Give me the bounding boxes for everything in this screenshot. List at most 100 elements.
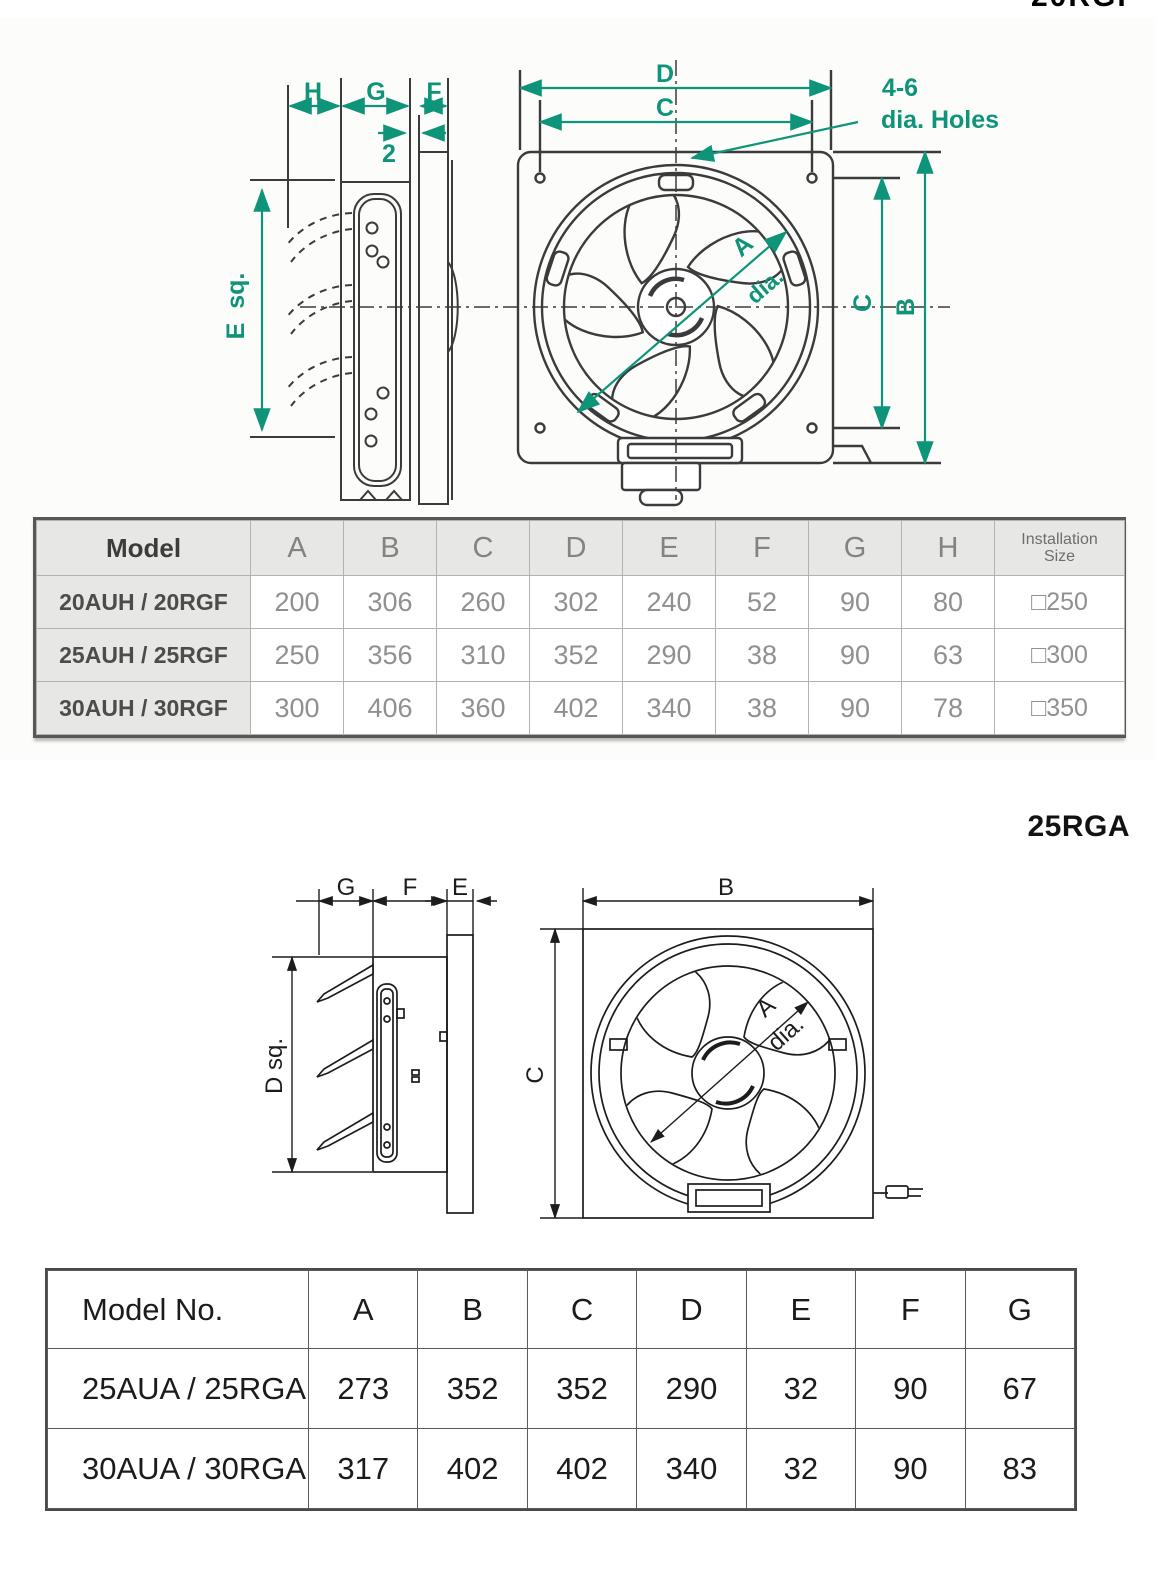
install-header-line2: Size bbox=[1043, 548, 1076, 565]
table-row: 20AUH / 20RGF 200 306 260 302 240 52 90 … bbox=[36, 575, 1125, 629]
value-cell: 302 bbox=[529, 575, 623, 629]
louver-airflow-dashes bbox=[285, 212, 353, 407]
top-technical-drawing: H G F 2 E sq. D C 4-6 dia. Holes C B A d… bbox=[222, 60, 999, 507]
value-cell: 356 bbox=[343, 628, 437, 682]
dim-label-b-right: B bbox=[892, 298, 920, 316]
col-header-c: C bbox=[526, 1270, 638, 1349]
value-cell: 290 bbox=[636, 1348, 747, 1429]
col-header-b: B bbox=[343, 520, 437, 576]
value-cell: 90 bbox=[808, 681, 902, 735]
value-cell: 352 bbox=[526, 1348, 638, 1429]
dimension-table-rgf: Model A B C D E F G H Installation Size … bbox=[33, 517, 1126, 738]
col-header-h: H bbox=[901, 520, 995, 576]
dim-label-f: F bbox=[426, 78, 441, 106]
fan-frame bbox=[582, 928, 874, 1219]
value-cell: 200 bbox=[250, 575, 344, 629]
install-size-cell: □250 bbox=[994, 575, 1125, 629]
value-cell: 340 bbox=[636, 1428, 747, 1509]
side-view-top bbox=[250, 78, 459, 505]
centerlines bbox=[300, 60, 950, 500]
table-row: 25AUA / 25RGA 273 352 352 290 32 90 67 bbox=[47, 1348, 1076, 1429]
table-header-row: Model No. A B C D E F G bbox=[47, 1270, 1076, 1349]
value-cell: 340 bbox=[622, 681, 716, 735]
model-cell: 25AUA / 25RGA bbox=[47, 1348, 309, 1429]
value-cell: 406 bbox=[343, 681, 437, 735]
col-header-e: E bbox=[622, 520, 716, 576]
pull-switch-housing bbox=[620, 461, 702, 492]
section-model-label: 25RGA bbox=[1027, 810, 1130, 843]
table-row: 30AUH / 30RGF 300 406 360 402 340 38 90 … bbox=[36, 681, 1125, 735]
value-cell: 90 bbox=[808, 628, 902, 682]
model-cell: 25AUH / 25RGF bbox=[36, 628, 251, 682]
model-cell: 30AUA / 30RGA bbox=[47, 1428, 309, 1509]
model-cell: 20AUH / 20RGF bbox=[36, 575, 251, 629]
value-cell: 240 bbox=[622, 575, 716, 629]
col-header-f: F bbox=[715, 520, 809, 576]
corner-cutoff-label: 20RGF bbox=[1031, 0, 1156, 13]
install-header-line1: Installation bbox=[1021, 530, 1098, 548]
dim-label-g: G bbox=[366, 78, 385, 106]
value-cell: 250 bbox=[250, 628, 344, 682]
value-cell: 300 bbox=[250, 681, 344, 735]
value-cell: 402 bbox=[417, 1428, 528, 1509]
dim-label-c-right: C bbox=[849, 294, 877, 312]
dim-label-e: E bbox=[452, 874, 468, 901]
col-header-e: E bbox=[745, 1270, 857, 1349]
value-cell: 310 bbox=[436, 628, 530, 682]
value-cell: 38 bbox=[715, 628, 809, 682]
dimension-table-rga: Model No. A B C D E F G 25AUA / 25RGA 27… bbox=[45, 1268, 1077, 1511]
side-view-bottom bbox=[316, 934, 474, 1214]
col-header-f: F bbox=[855, 1270, 966, 1349]
dim-label-c: C bbox=[522, 1066, 549, 1083]
dim-label-2: 2 bbox=[382, 140, 396, 168]
top-dimensions bbox=[253, 79, 934, 465]
col-header-g: G bbox=[964, 1270, 1076, 1349]
dim-label-b: B bbox=[718, 874, 734, 901]
value-cell: 317 bbox=[307, 1428, 419, 1509]
value-cell: 32 bbox=[745, 1428, 857, 1509]
value-cell: 352 bbox=[529, 628, 623, 682]
col-header-model: Model bbox=[36, 520, 251, 576]
value-cell: 38 bbox=[715, 681, 809, 735]
dim-label-d: D bbox=[656, 60, 674, 88]
value-cell: 78 bbox=[901, 681, 995, 735]
col-header-b: B bbox=[417, 1270, 528, 1349]
table-header-row: Model A B C D E F G H Installation Size bbox=[36, 520, 1125, 576]
value-cell: 260 bbox=[436, 575, 530, 629]
col-header-installation-size: Installation Size bbox=[994, 520, 1125, 576]
table-row: 30AUA / 30RGA 317 402 402 340 32 90 83 bbox=[47, 1428, 1076, 1509]
value-cell: 67 bbox=[964, 1348, 1076, 1429]
value-cell: 80 bbox=[901, 575, 995, 629]
value-cell: 402 bbox=[526, 1428, 638, 1509]
dim-label-c-top: C bbox=[656, 94, 674, 122]
col-header-c: C bbox=[436, 520, 530, 576]
value-cell: 306 bbox=[343, 575, 437, 629]
dim-label-e-sq: E sq. bbox=[222, 273, 250, 340]
table-row: 25AUH / 25RGF 250 356 310 352 290 38 90 … bbox=[36, 628, 1125, 682]
value-cell: 402 bbox=[529, 681, 623, 735]
col-header-a: A bbox=[250, 520, 344, 576]
value-cell: 90 bbox=[855, 1348, 966, 1429]
col-header-d: D bbox=[636, 1270, 747, 1349]
install-size-cell: □350 bbox=[994, 681, 1125, 735]
col-header-a: A bbox=[307, 1270, 419, 1349]
front-view-bottom bbox=[582, 928, 923, 1219]
dim-label-f: F bbox=[403, 874, 418, 901]
col-header-g: G bbox=[808, 520, 902, 576]
value-cell: 90 bbox=[855, 1428, 966, 1509]
value-cell: 63 bbox=[901, 628, 995, 682]
holes-note-line2: dia. Holes bbox=[881, 106, 999, 134]
front-view-top bbox=[516, 70, 941, 507]
install-size-cell: □300 bbox=[994, 628, 1125, 682]
col-header-d: D bbox=[529, 520, 623, 576]
value-cell: 90 bbox=[808, 575, 902, 629]
value-cell: 32 bbox=[745, 1348, 857, 1429]
value-cell: 352 bbox=[417, 1348, 528, 1429]
dim-label-a: A bbox=[751, 992, 781, 1023]
bottom-dimensions bbox=[272, 888, 875, 1220]
dim-label-h: H bbox=[304, 78, 322, 106]
bottom-technical-drawing: G F E D sq. C B A dia. bbox=[261, 874, 923, 1220]
value-cell: 290 bbox=[622, 628, 716, 682]
model-cell: 30AUH / 30RGF bbox=[36, 681, 251, 735]
